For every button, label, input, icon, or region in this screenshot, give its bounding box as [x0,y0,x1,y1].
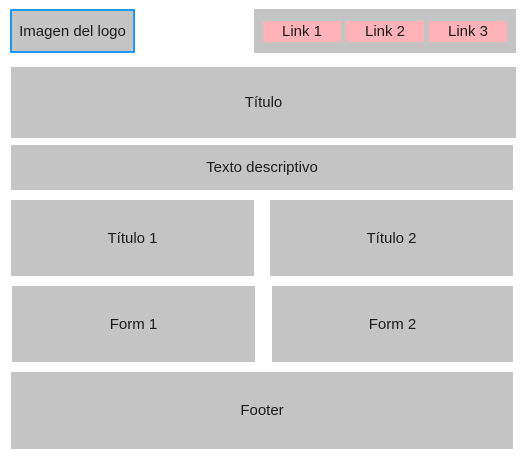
form-1-label: Form 1 [109,315,158,333]
nav-link-3[interactable]: Link 3 [429,21,507,42]
column-title-1: Título 1 [107,229,158,247]
hero-title-block: Título [11,67,516,138]
hero-description-block: Texto descriptivo [11,145,513,190]
column-title-2-block: Título 2 [270,200,513,276]
hero-title: Título [244,94,283,111]
nav-link-1[interactable]: Link 1 [263,21,341,42]
nav-link-2[interactable]: Link 2 [346,21,424,42]
footer-block: Footer [11,372,513,449]
logo-label: Imagen del logo [19,22,126,40]
form-2-label: Form 2 [368,315,417,333]
footer-label: Footer [240,402,284,419]
nav-bar: Link 1 Link 2 Link 3 [254,9,516,53]
form-2-block[interactable]: Form 2 [272,286,513,362]
logo-placeholder[interactable]: Imagen del logo [10,9,135,53]
column-title-2: Título 2 [366,229,417,247]
column-title-1-block: Título 1 [11,200,254,276]
hero-description: Texto descriptivo [206,159,318,176]
form-1-block[interactable]: Form 1 [12,286,255,362]
